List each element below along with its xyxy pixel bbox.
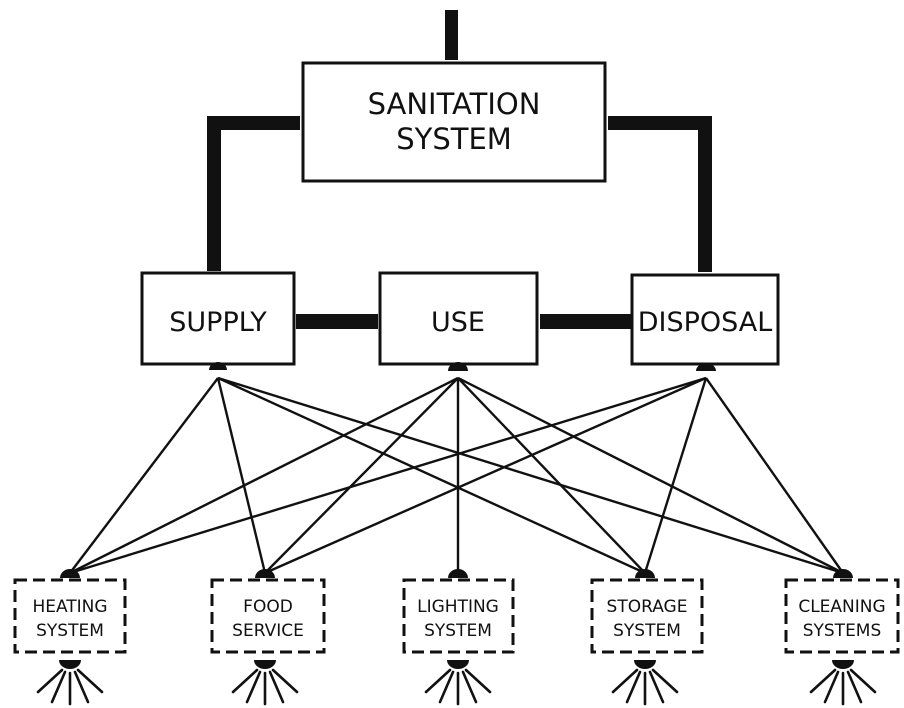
- lighting-system-label-line2: SYSTEM: [424, 621, 492, 641]
- supply-connector-dot: [209, 362, 227, 370]
- cleaning-systems-label-line1: CLEANING: [798, 597, 885, 617]
- lighting-output-rays-icon: [424, 660, 492, 706]
- link-use-food: [264, 377, 459, 574]
- lighting-system-label-line1: LIGHTING: [417, 597, 499, 617]
- use-disposal-connector: [540, 314, 632, 329]
- top-stem-bar: [445, 10, 458, 60]
- food-service-label-line1: FOOD: [243, 597, 293, 617]
- heating-system-label-line2: SYSTEM: [36, 621, 104, 641]
- link-lines: [69, 376, 844, 575]
- storage-system-label-line2: SYSTEM: [613, 621, 681, 641]
- sanitation-system-node: SANITATION SYSTEM: [301, 61, 607, 183]
- disposal-node: DISPOSAL: [630, 273, 780, 366]
- heating-system-node: HEATING SYSTEM: [13, 569, 127, 654]
- link-supply-storage: [217, 376, 646, 575]
- link-disposal-cleaning: [705, 377, 844, 574]
- link-disposal-food: [264, 376, 707, 575]
- link-use-heating: [69, 376, 459, 575]
- supply-node: SUPPLY: [140, 271, 296, 366]
- cleaning-systems-node: CLEANING SYSTEMS: [784, 569, 900, 654]
- link-supply-heating: [69, 377, 219, 574]
- link-supply-cleaning: [217, 376, 844, 575]
- sanitation-system-label-line1: SANITATION: [368, 87, 541, 121]
- cleaning-systems-label-line2: SYSTEMS: [803, 621, 882, 641]
- supply-label: SUPPLY: [169, 307, 267, 338]
- right-branch-horizontal: [608, 116, 712, 130]
- food-service-node: FOOD SERVICE: [210, 569, 326, 654]
- link-disposal-heating: [69, 376, 707, 575]
- left-branch-vertical: [207, 116, 221, 271]
- sanitation-system-label-line2: SYSTEM: [396, 122, 512, 156]
- heating-system-label-line1: HEATING: [32, 597, 107, 617]
- food-service-output-rays-icon: [231, 660, 299, 706]
- right-branch-vertical: [698, 116, 712, 272]
- disposal-connector-dot: [696, 363, 716, 371]
- use-node: USE: [378, 271, 539, 366]
- food-service-label-line2: SERVICE: [232, 621, 304, 641]
- lighting-system-node: LIGHTING SYSTEM: [402, 569, 515, 654]
- storage-system-label-line1: STORAGE: [607, 597, 688, 617]
- heating-output-rays-icon: [36, 660, 104, 706]
- link-supply-food: [216, 377, 267, 574]
- cleaning-output-rays-icon: [809, 660, 877, 706]
- disposal-label: DISPOSAL: [638, 307, 773, 338]
- link-use-storage: [457, 377, 646, 574]
- left-branch-horizontal: [207, 116, 300, 130]
- supply-use-connector: [296, 314, 378, 329]
- storage-system-node: STORAGE SYSTEM: [590, 569, 704, 654]
- use-label: USE: [431, 307, 485, 338]
- storage-output-rays-icon: [611, 660, 679, 706]
- use-connector-dot: [448, 362, 468, 371]
- link-use-cleaning: [457, 376, 844, 575]
- link-disposal-storage: [643, 377, 708, 574]
